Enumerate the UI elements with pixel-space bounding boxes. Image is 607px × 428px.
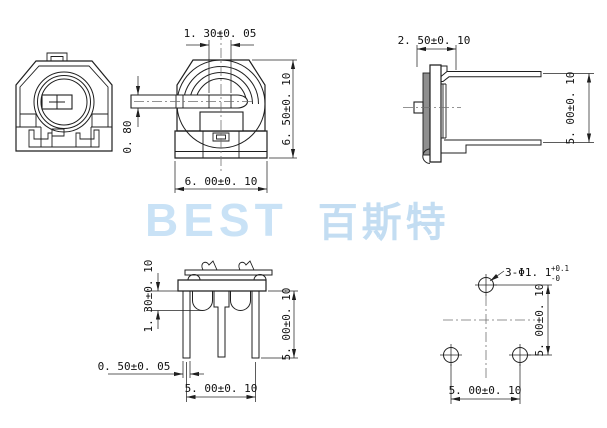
dim-hole-col-label: 5. 00±0. 10 bbox=[449, 384, 522, 397]
hole-center-crosses bbox=[440, 274, 531, 366]
hole-tol-lower-label: -0 bbox=[551, 274, 561, 283]
dim-pin-width-label: 0. 50±0. 05 bbox=[98, 360, 171, 373]
back-view: 1. 30±0. 05 0. 80 6. 50±0. 10 6. 00±0. 1… bbox=[121, 27, 297, 193]
side-top-pin bbox=[440, 65, 542, 82]
pin-view-extension-lines bbox=[146, 290, 298, 402]
dim-pin-span-label: 5. 00±0. 10 bbox=[564, 72, 577, 145]
front-body-details bbox=[16, 52, 112, 148]
side-foot-bump bbox=[422, 148, 431, 164]
dim-body-width-label: 6. 00±0. 10 bbox=[185, 175, 258, 188]
back-base-outline bbox=[174, 130, 268, 159]
pin-view-top-plate bbox=[184, 269, 273, 276]
pin-view-clips bbox=[201, 260, 255, 271]
dim-body-height-label: 6. 50±0. 10 bbox=[280, 73, 293, 146]
hole-centerlines bbox=[443, 296, 535, 378]
back-centerlines bbox=[134, 30, 254, 172]
front-view bbox=[15, 52, 113, 152]
watermark: BEST 百斯特 bbox=[145, 190, 450, 248]
hole-extension-lines bbox=[450, 284, 552, 404]
dim-standoff-label: 1. 30±0. 10 bbox=[142, 260, 155, 333]
rotor-circle-inner bbox=[40, 78, 88, 126]
pin-view-body-bar bbox=[177, 279, 267, 292]
hole-note-label: 3-Φ1. 1 bbox=[505, 266, 551, 279]
back-extension-lines bbox=[174, 40, 297, 193]
rotor-circle-mid bbox=[37, 75, 91, 129]
watermark-best: BEST bbox=[145, 194, 288, 246]
hole-layout-view: 3-Φ1. 1 +0.1 -0 5. 00±0. 10 5. 00±0. 10 bbox=[440, 264, 569, 404]
side-extension-lines bbox=[416, 45, 594, 143]
pin-view: 1. 30±0. 10 0. 50±0. 05 5. 00±0. 10 5. 0… bbox=[98, 260, 298, 402]
dim-pin-pitch-label: 5. 00±0. 10 bbox=[185, 382, 258, 395]
dim-pin-length-label: 5. 00±0. 10 bbox=[280, 288, 293, 361]
hole-tol-upper-label: +0.1 bbox=[551, 264, 569, 273]
side-recess-lines bbox=[441, 83, 447, 139]
side-body-outline bbox=[429, 64, 442, 163]
watermark-cjk: 百斯特 bbox=[317, 200, 450, 246]
back-window bbox=[199, 111, 244, 132]
pin-view-bumps bbox=[187, 274, 267, 281]
hole-note-leader bbox=[489, 270, 505, 282]
pin-view-standoffs bbox=[192, 291, 251, 311]
dim-slot-depth-label: 0. 80 bbox=[121, 120, 134, 153]
screw-cross-icon bbox=[49, 95, 65, 109]
front-body-outline bbox=[15, 60, 113, 152]
pins bbox=[182, 291, 260, 359]
side-cover-plate bbox=[422, 72, 431, 156]
dim-slot-width-label: 1. 30±0. 05 bbox=[184, 27, 257, 40]
side-bottom-pin bbox=[441, 139, 542, 154]
dim-hole-row-label: 5. 00±0. 10 bbox=[533, 284, 546, 357]
side-view: 2. 50±0. 10 5. 00±0. 10 bbox=[398, 34, 594, 164]
dim-thickness-label: 2. 50±0. 10 bbox=[398, 34, 471, 47]
